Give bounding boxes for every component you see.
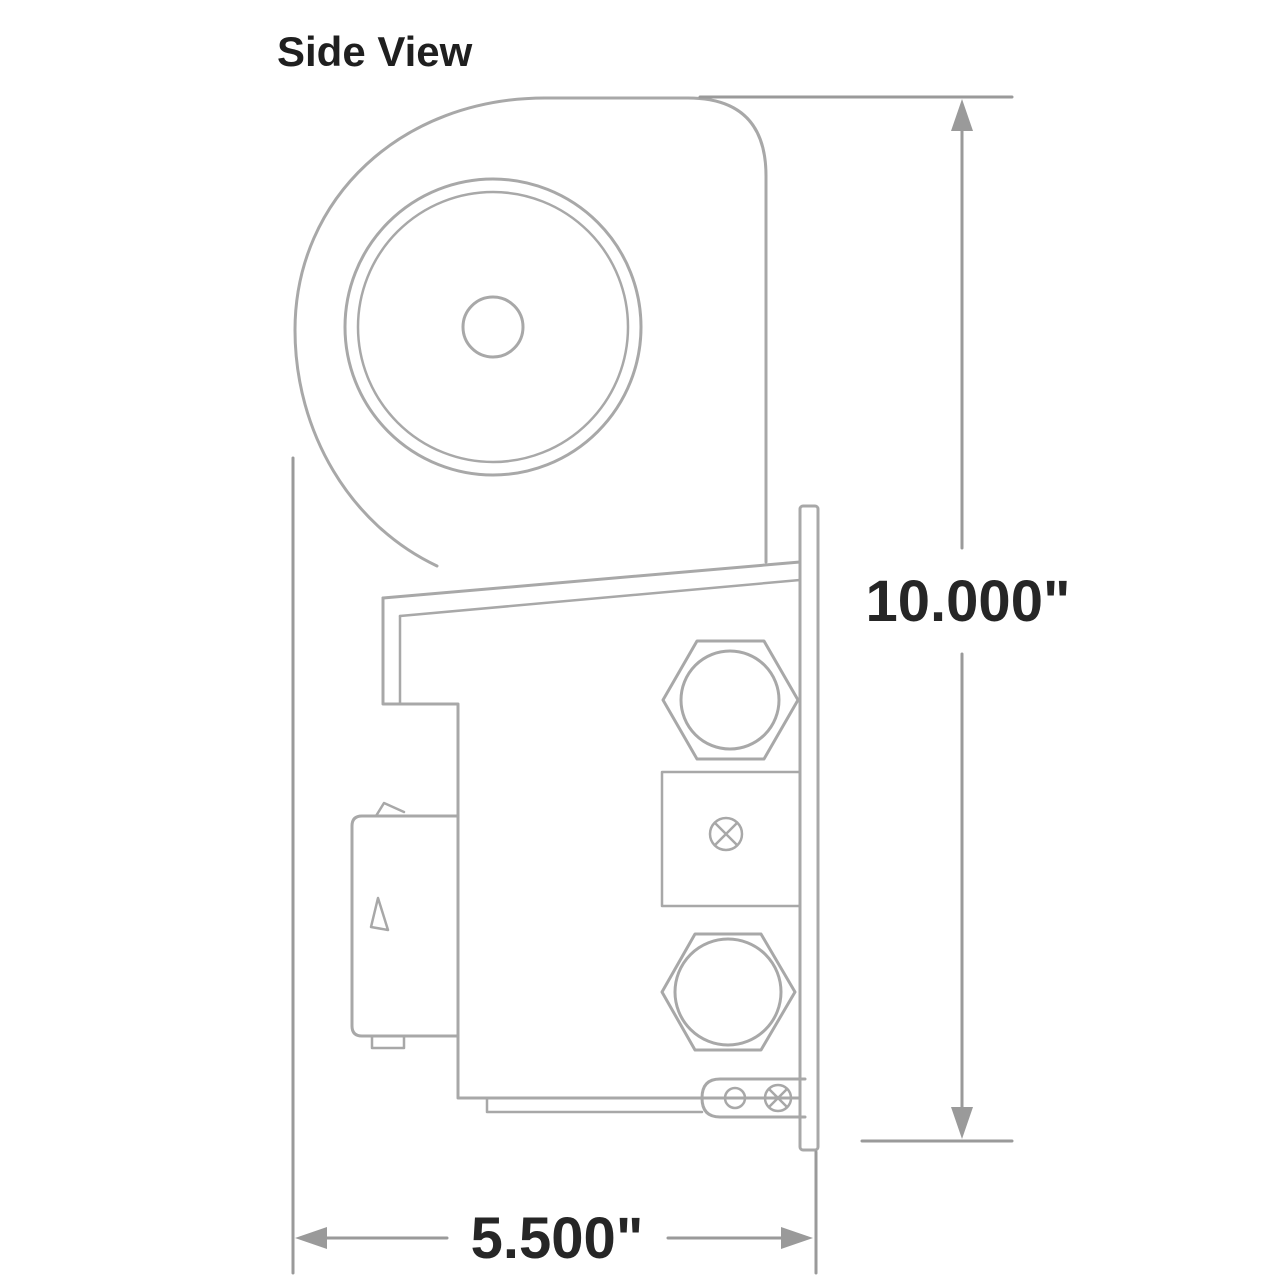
blower-hub-circle <box>461 295 525 359</box>
body-left-outline <box>381 596 802 1100</box>
hex-port-top-circle <box>679 649 781 751</box>
blower-housing-outline <box>293 96 768 568</box>
hex-nut-bottom <box>660 932 797 1052</box>
bracket-hole-circle <box>723 1086 747 1110</box>
bottom-bracket <box>700 1077 807 1119</box>
mounting-flange-plate <box>798 504 820 1152</box>
arrow-left-icon <box>295 1227 327 1249</box>
bracket-screw-circle <box>763 1083 793 1113</box>
hex-fitting-bottom <box>660 932 797 1052</box>
width-dimension: 5.500" <box>291 456 818 1275</box>
body-bottom-step <box>485 1096 704 1114</box>
screw-cross-slot <box>713 821 739 847</box>
hex-port-bottom-circle <box>673 937 783 1047</box>
arrow-up-icon <box>951 99 973 131</box>
connector-block-outline <box>350 814 460 1038</box>
body-top-flange-outer <box>381 560 802 600</box>
height-dimension: 10.000" <box>698 95 1071 1143</box>
hex-fitting-top <box>661 639 800 761</box>
connector-bottom-tab <box>370 1034 406 1050</box>
connector-block <box>350 801 460 1050</box>
bottom-bracket-bar <box>700 1077 807 1119</box>
width-dimension-label: 5.500" <box>471 1206 644 1271</box>
heater-body <box>381 560 802 1114</box>
hex-nut-top <box>661 639 800 761</box>
arrow-right-icon <box>781 1227 813 1249</box>
arrow-down-icon <box>951 1107 973 1139</box>
body-recess-notch <box>660 770 802 908</box>
screw-head-circle <box>708 816 744 852</box>
height-dimension-label: 10.000" <box>866 569 1071 634</box>
bracket-screw-cross <box>767 1087 789 1109</box>
blower-housing <box>293 96 768 568</box>
blower-wheel-inner-circle <box>356 190 630 464</box>
diagram-title: Side View <box>277 28 473 75</box>
body-top-flange-inner <box>398 578 802 618</box>
center-screw <box>708 816 744 852</box>
blower-wheel-outer-circle <box>343 177 643 477</box>
connector-top-latch <box>374 801 406 818</box>
connector-wedge-mark <box>369 896 390 932</box>
